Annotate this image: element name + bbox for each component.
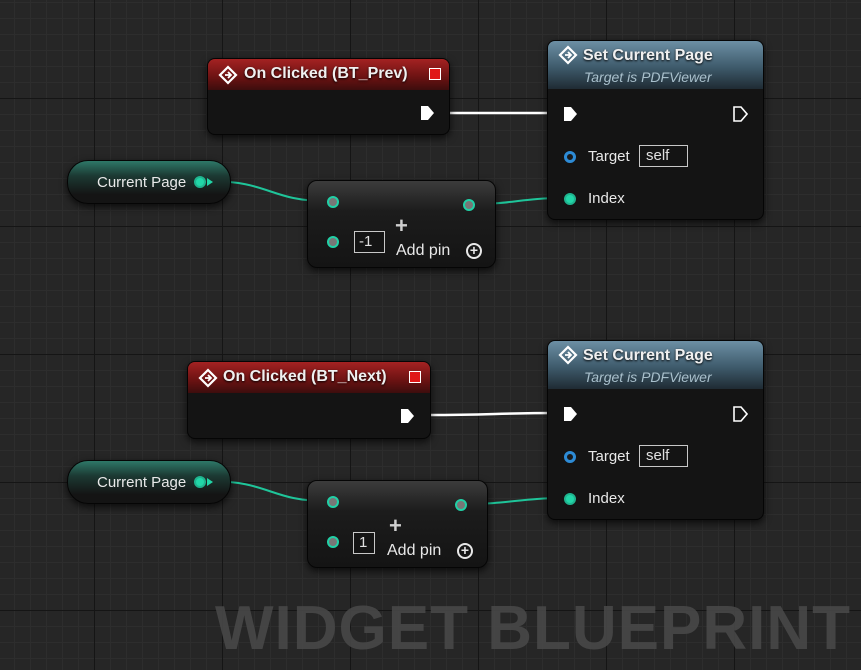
exec-out-pin[interactable] <box>399 408 415 424</box>
integer-in-pin[interactable] <box>564 193 576 205</box>
function-node-header[interactable]: Set Current Page Target is PDFViewer <box>548 341 763 389</box>
exec-out-pin[interactable] <box>419 105 435 121</box>
function-node-title: Set Current Page <box>583 347 713 364</box>
target-pin-label: Target <box>588 148 630 165</box>
graph-type-watermark: WIDGET BLUEPRINT <box>215 594 851 663</box>
exec-wire-next <box>428 411 560 417</box>
integer-in-pin[interactable] <box>564 493 576 505</box>
integer-in-pin-b[interactable] <box>327 236 339 248</box>
plus-operator-icon: + <box>389 513 402 538</box>
integer-in-pin-a[interactable] <box>327 196 339 208</box>
add-pin-label[interactable]: Add pin <box>387 542 442 559</box>
set-current-page-node-next[interactable]: Set Current Page Target is PDFViewer Tar… <box>547 340 764 520</box>
variable-node-next[interactable]: Current Page <box>67 460 231 504</box>
integer-in-pin-a[interactable] <box>327 496 339 508</box>
object-in-pin[interactable] <box>564 151 576 163</box>
index-pin-label: Index <box>588 190 625 207</box>
function-node-title: Set Current Page <box>583 47 713 64</box>
pin-arrow-icon <box>207 478 213 486</box>
integer-out-pin[interactable] <box>463 199 475 211</box>
event-node-prev[interactable]: On Clicked (BT_Prev) <box>207 58 450 135</box>
event-node-header[interactable]: On Clicked (BT_Next) <box>188 362 430 393</box>
object-in-pin[interactable] <box>564 451 576 463</box>
target-value-field[interactable]: self <box>639 445 688 467</box>
function-node-subtitle: Target is PDFViewer <box>584 369 712 385</box>
function-node-subtitle: Target is PDFViewer <box>584 69 712 85</box>
delegate-square-icon[interactable] <box>429 68 441 80</box>
plus-operator-icon: + <box>395 213 408 238</box>
variable-node-prev[interactable]: Current Page <box>67 160 231 204</box>
event-diamond-icon <box>198 368 218 388</box>
function-node-header[interactable]: Set Current Page Target is PDFViewer <box>548 41 763 89</box>
integer-in-pin-b[interactable] <box>327 536 339 548</box>
exec-in-pin[interactable] <box>562 406 578 422</box>
index-pin-label: Index <box>588 490 625 507</box>
add-circle-icon[interactable]: + <box>457 543 473 559</box>
event-node-title: On Clicked (BT_Next) <box>223 368 387 385</box>
integer-out-pin[interactable] <box>194 476 206 488</box>
operand-value-field[interactable]: -1 <box>354 231 385 253</box>
event-diamond-icon <box>218 65 238 85</box>
math-node-next[interactable]: 1 + Add pin + <box>307 480 488 568</box>
exec-in-pin[interactable] <box>562 106 578 122</box>
target-pin-label: Target <box>588 448 630 465</box>
exec-out-pin[interactable] <box>732 406 748 422</box>
exec-out-pin[interactable] <box>732 106 748 122</box>
event-node-title: On Clicked (BT_Prev) <box>244 65 408 82</box>
delegate-square-icon[interactable] <box>409 371 421 383</box>
function-diamond-icon <box>558 45 578 65</box>
variable-label: Current Page <box>97 474 187 491</box>
pin-arrow-icon <box>207 178 213 186</box>
math-node-prev[interactable]: -1 + Add pin + <box>307 180 496 268</box>
event-node-next[interactable]: On Clicked (BT_Next) <box>187 361 431 439</box>
operand-value-field[interactable]: 1 <box>353 532 375 554</box>
integer-out-pin[interactable] <box>194 176 206 188</box>
set-current-page-node-prev[interactable]: Set Current Page Target is PDFViewer Tar… <box>547 40 764 220</box>
event-node-header[interactable]: On Clicked (BT_Prev) <box>208 59 449 90</box>
add-pin-label[interactable]: Add pin <box>396 242 451 259</box>
integer-out-pin[interactable] <box>455 499 467 511</box>
variable-label: Current Page <box>97 174 187 191</box>
function-diamond-icon <box>558 345 578 365</box>
add-circle-icon[interactable]: + <box>466 243 482 259</box>
target-value-field[interactable]: self <box>639 145 688 167</box>
